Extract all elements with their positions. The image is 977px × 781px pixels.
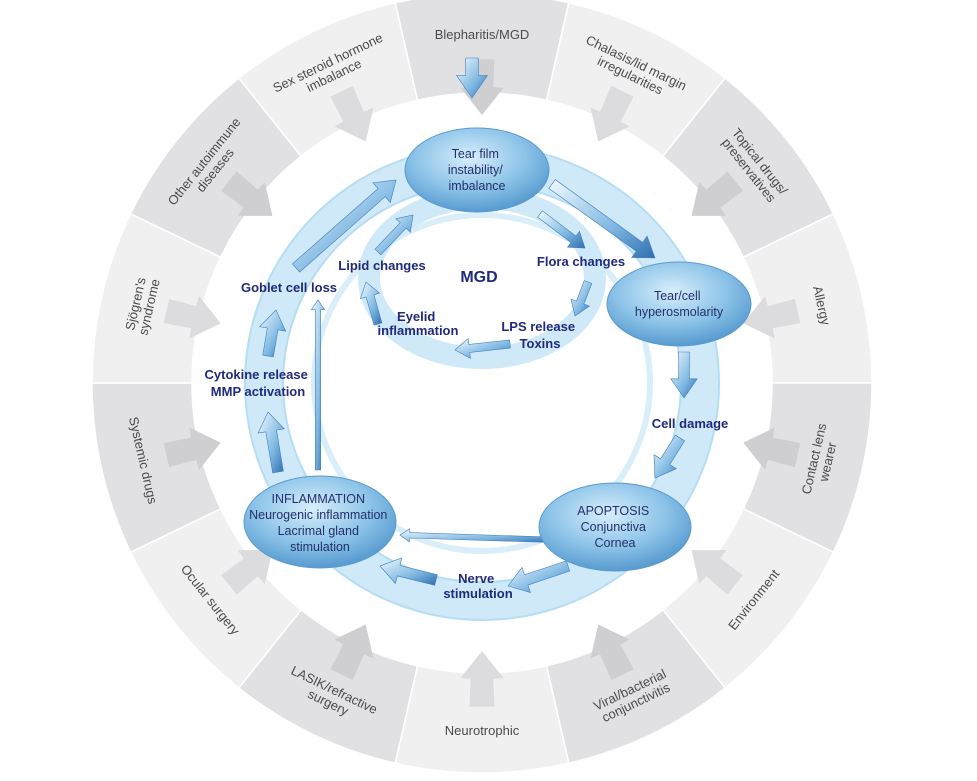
arrow-cytokine-to-goblet <box>259 309 287 358</box>
node-tear-film: Tear film instability/ imbalance <box>404 127 550 213</box>
outer-arrow-10 <box>221 550 273 595</box>
mgd-loop-labels: MGD Lipid changes Flora changes LPS rele… <box>338 254 625 351</box>
label-lps-line-2: Toxins <box>520 336 561 351</box>
outer-arrow-12 <box>163 296 221 339</box>
arrow-feedback-apoptosis-to-inflammation <box>399 528 559 544</box>
label-flora-changes: Flora changes <box>537 254 625 269</box>
arrow-flora-to-lps <box>570 280 593 317</box>
cycle-arrows <box>257 57 698 593</box>
label-cell-damage-line-1: Cell damage <box>652 416 729 431</box>
node-inflammation: INFLAMMATION Neurogenic inflammation Lac… <box>243 475 397 569</box>
arrow-goblet-to-tearfilm <box>291 179 397 273</box>
node-hyperosmolarity-text: Tear/cell hyperosmolarity <box>635 289 724 319</box>
label-eyelid-line-2: inflammation <box>378 323 459 338</box>
label-eyelid-line-1: Eyelid <box>397 309 435 324</box>
outer-factor-label-1: Blepharitis/MGD <box>435 27 530 42</box>
label-nerve-stimulation-line-1: Nerve <box>458 571 494 586</box>
node-hyperosmolarity: Tear/cell hyperosmolarity <box>606 261 752 347</box>
node-tear-film-line-1: Tear film <box>452 147 499 161</box>
arrow-blepharitis-to-tearfilm <box>456 57 488 99</box>
label-cytokine-release: Cytokine release MMP activation <box>205 367 312 399</box>
arrow-inflammation-to-cytokine <box>257 411 285 474</box>
outer-arrow-8 <box>460 651 504 707</box>
arrow-eyelid-to-lipid <box>359 281 383 326</box>
outer-arrow-5 <box>743 427 801 470</box>
outer-arrow-7 <box>590 624 634 681</box>
outer-factor-label-1-line-1: Blepharitis/MGD <box>435 27 530 42</box>
arrow-feedback-inflammation-up <box>310 299 326 471</box>
arrow-lipid-to-tearfilm <box>374 214 414 256</box>
node-hyperosmolarity-line-1: Tear/cell <box>654 289 701 303</box>
label-eyelid-inflammation: Eyelid inflammation <box>378 309 459 338</box>
outer-arrow-6 <box>691 550 743 595</box>
arrow-tearfilm-to-hyperosmolarity <box>548 179 656 259</box>
label-cytokine-line-1: Cytokine release <box>205 367 308 382</box>
outer-factor-label-8: Neurotrophic <box>445 723 520 738</box>
node-apoptosis-line-1: APOPTOSIS <box>577 504 649 518</box>
cycle-ring <box>244 145 720 621</box>
node-tear-film-line-2: instability/ <box>448 163 503 177</box>
node-apoptosis-line-3: Cornea <box>595 536 636 550</box>
node-inflammation-line-3: Lacrimal gland <box>278 524 359 538</box>
label-nerve-stimulation-line-2: stimulation <box>443 586 512 601</box>
node-apoptosis-text: APOPTOSIS Conjunctiva Cornea <box>577 504 653 550</box>
node-inflammation-line-1: INFLAMMATION <box>271 492 365 506</box>
label-flora-line-1: Flora changes <box>537 254 625 269</box>
inner-feedback-ring <box>311 212 653 554</box>
node-apoptosis: APOPTOSIS Conjunctiva Cornea <box>538 482 692 572</box>
label-lipid-line-1: Lipid changes <box>338 258 425 273</box>
arrow-mgd-to-flora <box>537 210 586 249</box>
cycle-nodes: Tear film instability/ imbalance Tear/ce… <box>243 127 752 572</box>
outer-arrow-11 <box>163 427 221 470</box>
node-inflammation-shape <box>243 475 397 569</box>
label-lps-release: LPS release Toxins <box>501 319 578 351</box>
arrow-celldamage-to-apoptosis <box>653 434 686 479</box>
label-goblet-line-1: Goblet cell loss <box>241 280 337 295</box>
outer-segment-14 <box>237 1 419 158</box>
outer-arrow-2 <box>590 85 634 142</box>
outer-arrow-9 <box>330 624 374 681</box>
label-cytokine-line-2: MMP activation <box>211 384 305 399</box>
node-hyperosmolarity-shape <box>606 261 752 347</box>
label-lps-line-1: LPS release <box>501 319 575 334</box>
label-goblet-cell-loss: Goblet cell loss <box>241 280 337 295</box>
arrow-apoptosis-to-nerve <box>507 560 571 593</box>
node-apoptosis-line-2: Conjunctiva <box>581 520 646 534</box>
node-inflammation-line-2: Neurogenic inflammation <box>249 508 387 522</box>
node-apoptosis-shape <box>538 482 692 572</box>
node-tear-film-text: Tear film instability/ imbalance <box>448 147 506 193</box>
node-inflammation-text: INFLAMMATION Neurogenic inflammation Lac… <box>249 492 391 554</box>
mgd-center-title: MGD <box>460 269 497 286</box>
node-hyperosmolarity-line-2: hyperosmolarity <box>635 305 724 319</box>
label-cell-damage: Cell damage <box>652 416 729 431</box>
outer-arrow-4 <box>743 296 801 339</box>
outer-arrow-14 <box>330 85 374 142</box>
node-tear-film-line-3: imbalance <box>449 179 506 193</box>
outer-arrow-13 <box>221 171 273 216</box>
outer-arrow-3 <box>691 171 743 216</box>
arrow-nerve-to-inflammation <box>379 557 438 586</box>
label-lipid-changes: Lipid changes <box>338 258 425 273</box>
label-nerve-stimulation: Nerve stimulation <box>443 571 512 601</box>
arrow-lps-to-eyelid <box>454 338 511 359</box>
cycle-labels: Cell damage Nerve stimulation Cytokine r… <box>205 280 729 601</box>
arrow-hyperosmolarity-to-celldamage <box>670 351 698 399</box>
node-tear-film-shape <box>404 127 550 213</box>
node-inflammation-line-4: stimulation <box>290 540 350 554</box>
outer-factor-label-8-line-1: Neurotrophic <box>445 723 520 738</box>
